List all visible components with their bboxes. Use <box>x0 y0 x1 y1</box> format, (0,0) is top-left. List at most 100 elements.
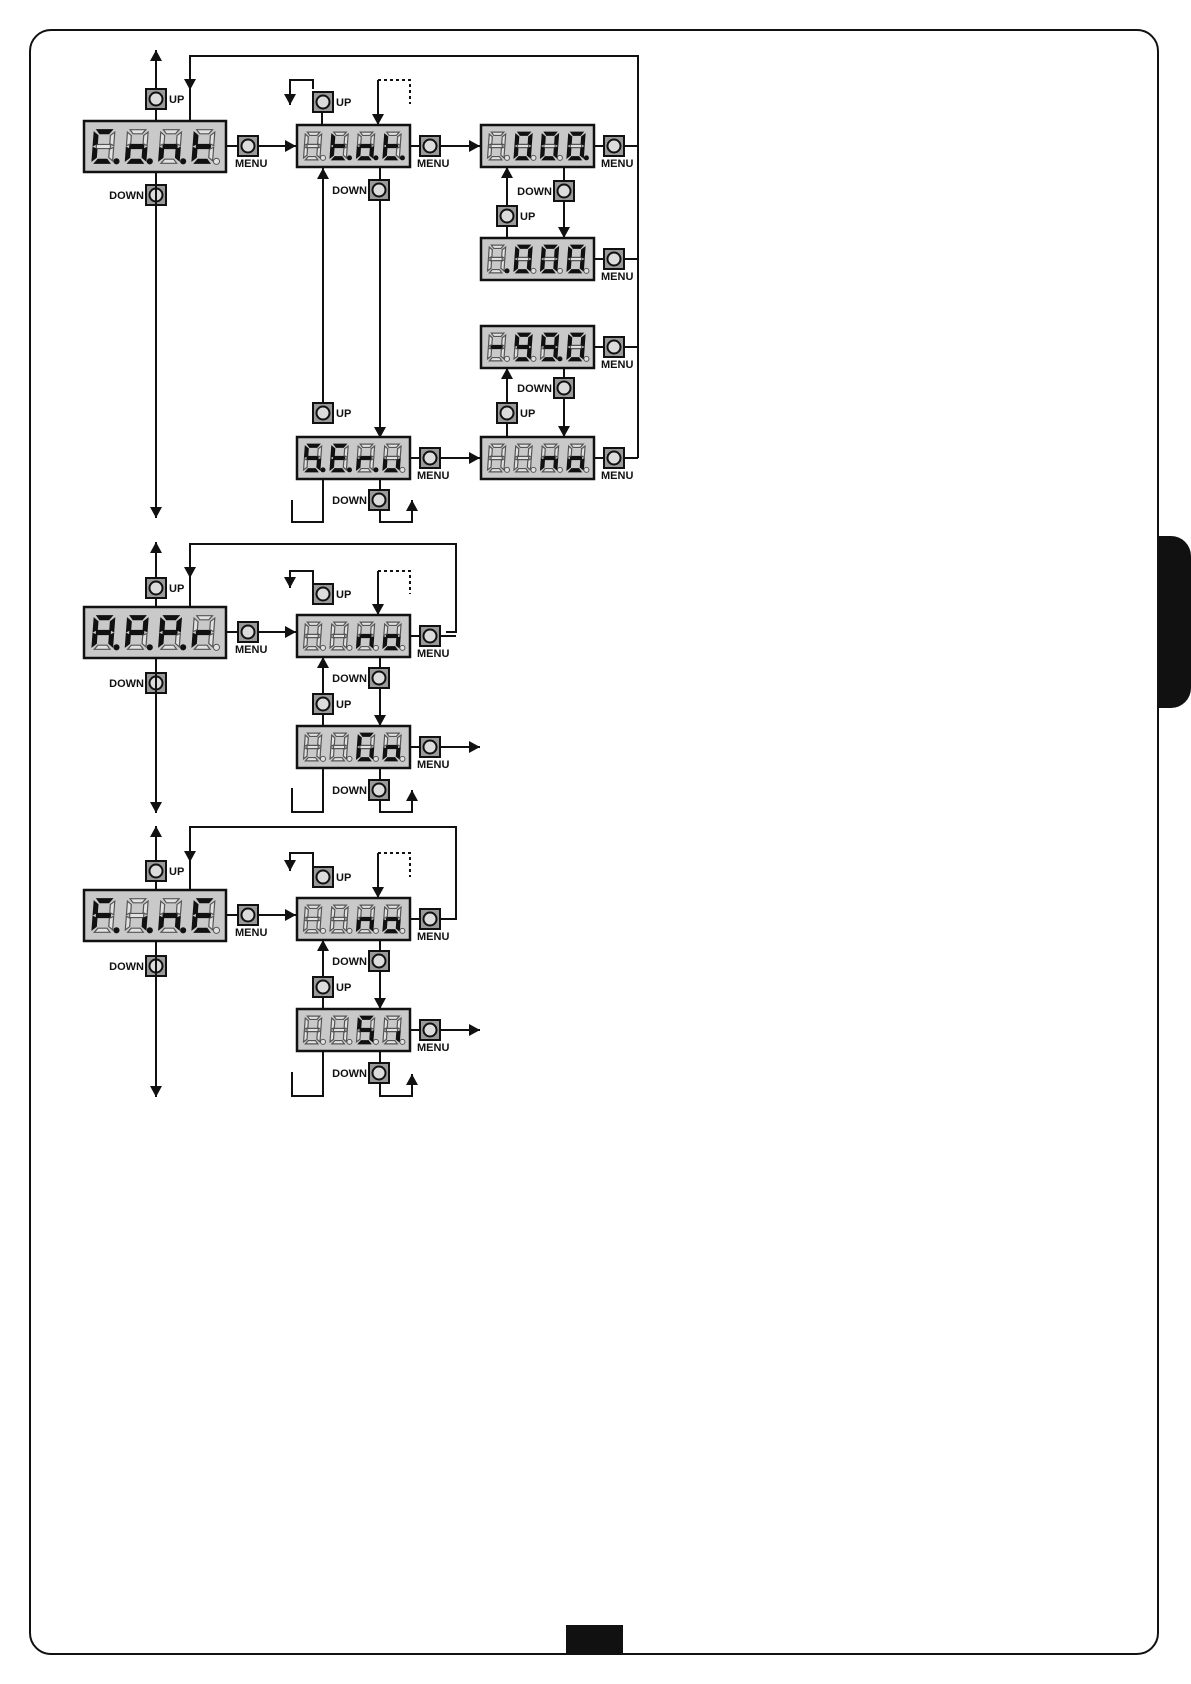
button-knob[interactable] <box>373 494 386 507</box>
button-knob[interactable] <box>317 407 330 420</box>
down-button[interactable]: DOWN <box>517 181 574 201</box>
button-knob[interactable] <box>317 698 330 711</box>
button-knob[interactable] <box>150 93 163 106</box>
button-knob[interactable] <box>242 626 255 639</box>
menu-button[interactable]: MENU <box>417 626 449 660</box>
button-knob[interactable] <box>150 865 163 878</box>
digit-segment <box>491 144 502 147</box>
menu-button[interactable]: MENU <box>417 448 449 482</box>
down-button-label: DOWN <box>332 785 367 797</box>
arrow-head <box>150 802 162 813</box>
button-knob[interactable] <box>317 96 330 109</box>
button-knob[interactable] <box>424 140 437 153</box>
menu-button[interactable]: MENU <box>417 136 449 170</box>
down-button[interactable]: DOWN <box>332 951 389 971</box>
up-button[interactable]: UP <box>313 403 351 423</box>
digit-segment <box>541 247 545 258</box>
decimal-point <box>320 155 325 160</box>
button-knob[interactable] <box>608 140 621 153</box>
menu-button-label: MENU <box>601 359 633 371</box>
decimal-point <box>400 467 405 472</box>
button-knob[interactable] <box>558 185 571 198</box>
digit-segment <box>385 647 397 650</box>
up-button[interactable]: UP <box>146 861 184 881</box>
digit-segment <box>517 257 528 260</box>
button-knob[interactable] <box>424 1024 437 1037</box>
button-knob[interactable] <box>501 210 514 223</box>
digit-segment <box>331 134 335 145</box>
menu-button[interactable]: MENU <box>601 249 633 283</box>
menu-button[interactable]: MENU <box>235 905 267 939</box>
down-button[interactable]: DOWN <box>109 673 166 693</box>
menu-button[interactable]: MENU <box>601 337 633 371</box>
button-knob[interactable] <box>242 140 255 153</box>
button-knob[interactable] <box>608 253 621 266</box>
up-button[interactable]: UP <box>313 977 351 997</box>
down-button[interactable]: DOWN <box>332 1063 389 1083</box>
button-knob[interactable] <box>317 981 330 994</box>
digit-segment <box>93 618 98 632</box>
digit-segment <box>307 144 318 147</box>
digit-segment <box>193 132 198 146</box>
menu-button[interactable]: MENU <box>235 136 267 170</box>
digit-segment <box>527 348 531 359</box>
up-button[interactable]: UP <box>313 694 351 714</box>
button-knob[interactable] <box>373 672 386 685</box>
down-button-label: DOWN <box>517 186 552 198</box>
up-button[interactable]: UP <box>313 867 351 887</box>
button-knob[interactable] <box>373 784 386 797</box>
menu-button[interactable]: MENU <box>601 136 633 170</box>
digit-segment <box>387 905 399 908</box>
button-knob[interactable] <box>608 452 621 465</box>
up-button[interactable]: UP <box>497 403 535 423</box>
digit-segment <box>384 624 388 635</box>
button-knob[interactable] <box>150 582 163 595</box>
down-button[interactable]: DOWN <box>332 180 389 200</box>
digit-segment <box>570 456 581 459</box>
up-button[interactable]: UP <box>313 92 351 112</box>
button-knob[interactable] <box>317 588 330 601</box>
down-button[interactable]: DOWN <box>517 378 574 398</box>
digit-segment <box>527 459 531 470</box>
menu-button[interactable]: MENU <box>235 622 267 656</box>
button-knob[interactable] <box>424 741 437 754</box>
menu-button[interactable]: MENU <box>417 1020 449 1054</box>
digit-segment <box>488 446 492 457</box>
button-knob[interactable] <box>317 871 330 884</box>
button-knob[interactable] <box>424 913 437 926</box>
down-button[interactable]: DOWN <box>332 780 389 800</box>
button-knob[interactable] <box>608 341 621 354</box>
decimal-point <box>504 356 509 361</box>
button-knob[interactable] <box>373 184 386 197</box>
button-knob[interactable] <box>424 452 437 465</box>
decimal-point <box>400 155 405 160</box>
menu-button[interactable]: MENU <box>601 448 633 482</box>
digit-segment <box>209 916 214 930</box>
up-button[interactable]: UP <box>313 584 351 604</box>
button-knob[interactable] <box>373 1067 386 1080</box>
digit-segment <box>396 147 400 158</box>
button-knob[interactable] <box>424 630 437 643</box>
digit-segment <box>93 901 98 915</box>
menu-button[interactable]: MENU <box>417 909 449 943</box>
digit-segment <box>515 247 519 258</box>
digit-segment <box>387 1016 399 1019</box>
decimal-point <box>531 467 536 472</box>
display-count_value_2 <box>481 238 594 280</box>
button-knob[interactable] <box>501 407 514 420</box>
digit-segment <box>304 624 308 635</box>
down-button[interactable]: DOWN <box>332 668 389 688</box>
decimal-point <box>320 467 325 472</box>
down-button[interactable]: DOWN <box>109 956 166 976</box>
digit-segment <box>126 901 131 915</box>
down-button[interactable]: DOWN <box>332 490 389 510</box>
digit-segment <box>109 916 114 930</box>
up-button[interactable]: UP <box>497 206 535 226</box>
button-knob[interactable] <box>373 955 386 968</box>
down-button[interactable]: DOWN <box>109 185 166 205</box>
button-knob[interactable] <box>558 382 571 395</box>
menu-button[interactable]: MENU <box>417 737 449 771</box>
button-knob[interactable] <box>242 909 255 922</box>
up-button[interactable]: UP <box>146 89 184 109</box>
up-button[interactable]: UP <box>146 578 184 598</box>
